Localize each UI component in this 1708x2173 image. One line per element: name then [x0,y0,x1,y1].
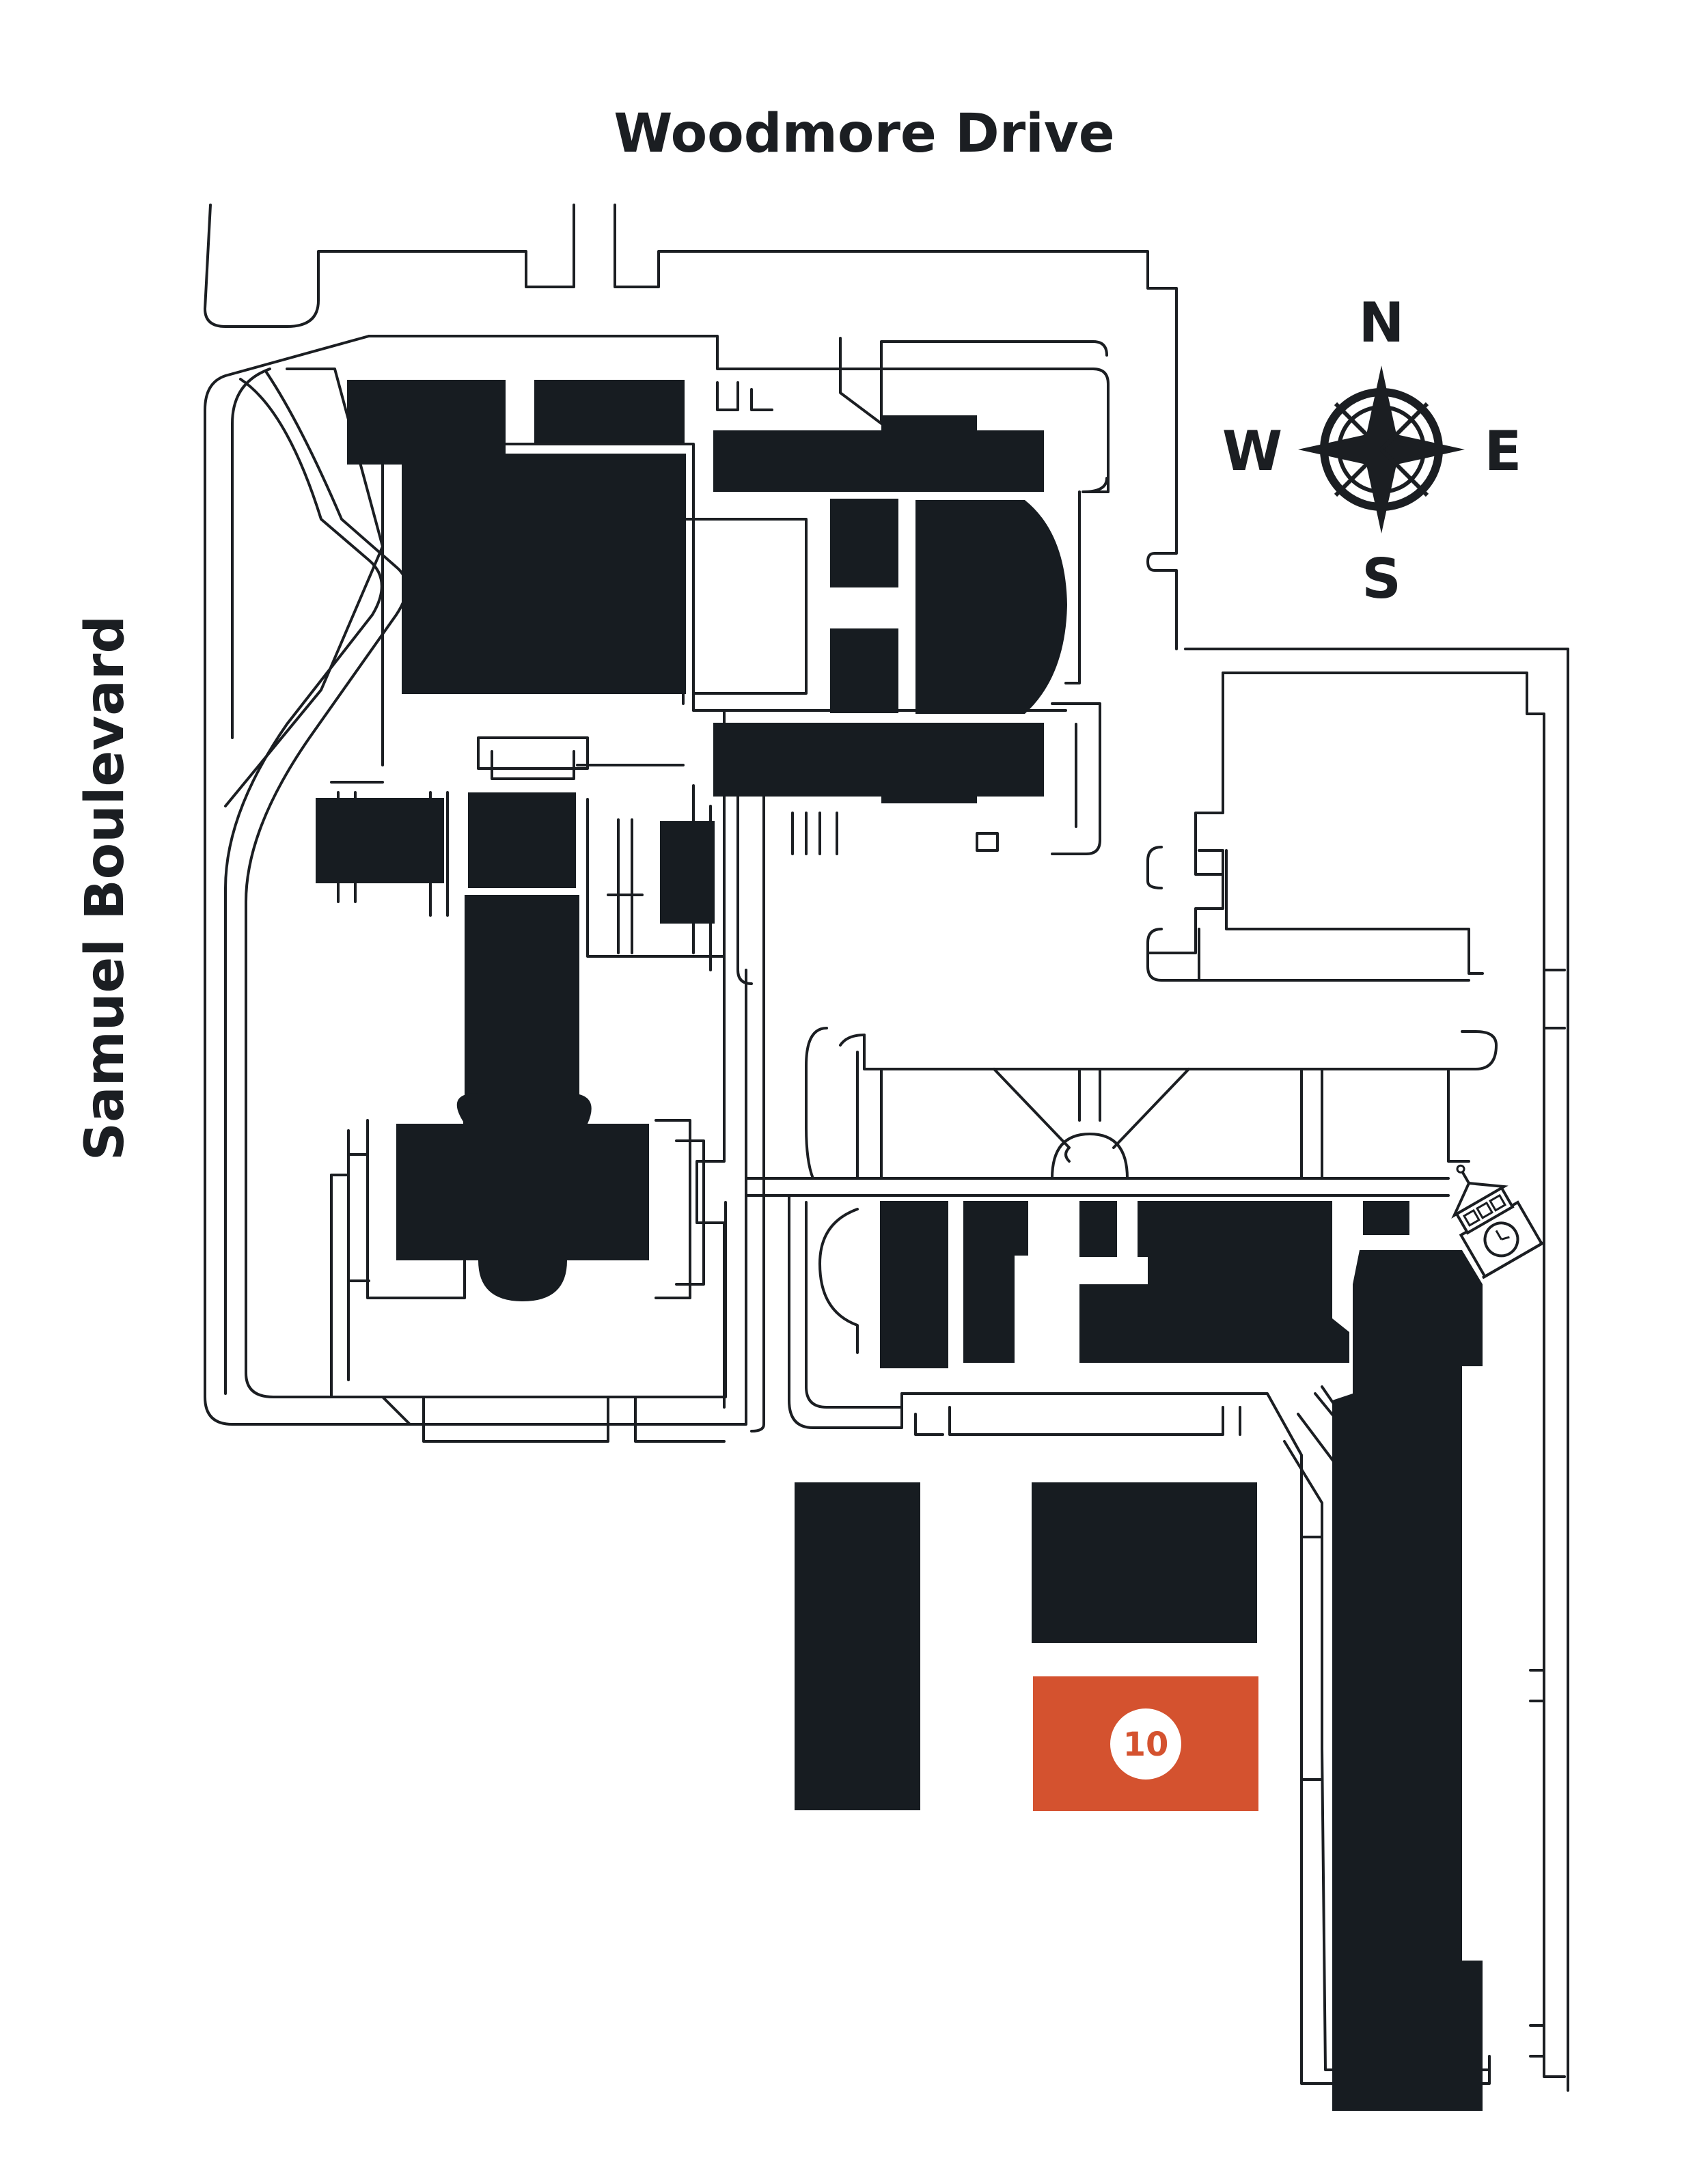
buildings [316,380,1483,2111]
clock-tower-icon [1451,1164,1545,1279]
street-label-north: Woodmore Drive [614,103,1114,165]
building-long-east [1332,1250,1483,2111]
building-west-right [660,821,715,924]
building-west-center [468,792,576,888]
building-south-center-left [963,1201,1028,1363]
compass-west-label: W [1222,419,1282,483]
compass-rose-icon [1298,365,1465,534]
building-annex [881,797,977,803]
building-south-east-wing [713,723,1044,797]
building-chapel-transept [396,1093,649,1301]
building-chapel-nave [465,895,579,1127]
building-10-badge [1110,1708,1181,1780]
building-north-east-cap [881,415,977,443]
building-theater-left-upper [830,499,898,587]
building-10-label: 10 [1123,1726,1169,1764]
building-north-wing [534,380,685,443]
building-theater [915,500,1067,714]
building-south-left [880,1201,948,1368]
building-south-block-east [1032,1482,1257,1643]
compass-east-label: E [1485,419,1522,483]
building-theater-left-lower [830,628,898,713]
compass-north-label: N [1359,291,1405,355]
building-south-block-west [795,1482,920,1810]
roads-and-paths [204,204,1569,2092]
street-label-west: Samuel Boulevard [74,615,136,1161]
building-gymnasium [402,454,686,694]
building-north-east-wing [713,430,1044,492]
building-east-cap [1363,1201,1409,1235]
compass-south-label: S [1362,547,1401,611]
highlighted-building-10[interactable]: 10 [1033,1676,1258,1811]
building-north-west-wing [347,380,506,465]
building-south-center [1079,1201,1349,1363]
building-west-small [316,798,444,883]
